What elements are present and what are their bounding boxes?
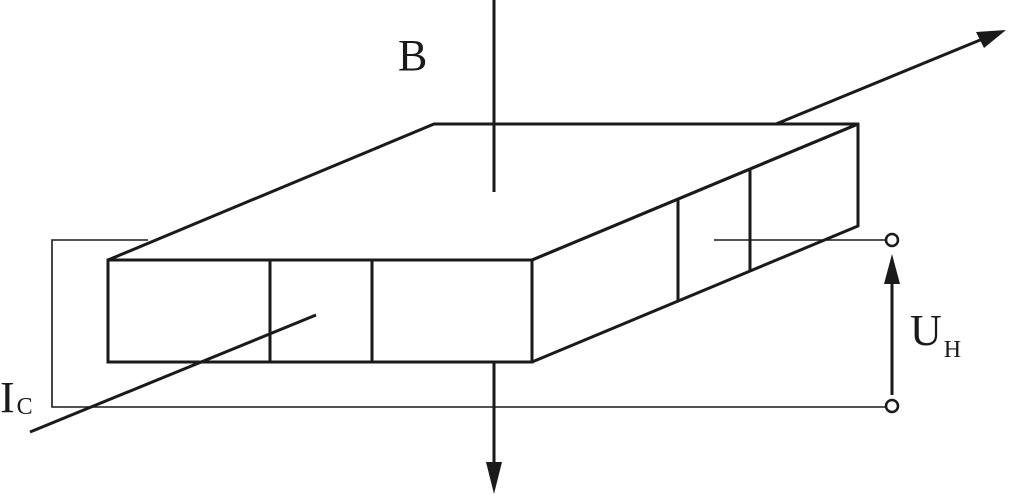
voltage-label-main: U: [910, 306, 942, 355]
slab-front-face: [106, 258, 534, 364]
current-label: IC: [0, 373, 33, 422]
terminal-bottom: [884, 398, 900, 414]
axis-arrow-line: [775, 36, 986, 126]
b-field-label: B: [398, 31, 427, 80]
current-label-sub: C: [17, 394, 33, 420]
terminal-top: [884, 232, 900, 248]
voltage-label-sub: H: [944, 337, 961, 363]
voltage-arrowhead: [884, 254, 900, 284]
b-field-arrowhead: [486, 462, 502, 494]
current-wire-back: [51, 239, 886, 408]
axis-arrowhead: [976, 30, 1006, 48]
current-label-main: I: [0, 373, 15, 422]
slab-side-face: [530, 122, 860, 364]
voltage-label: UH: [910, 306, 961, 363]
current-axis-line: [29, 313, 317, 434]
